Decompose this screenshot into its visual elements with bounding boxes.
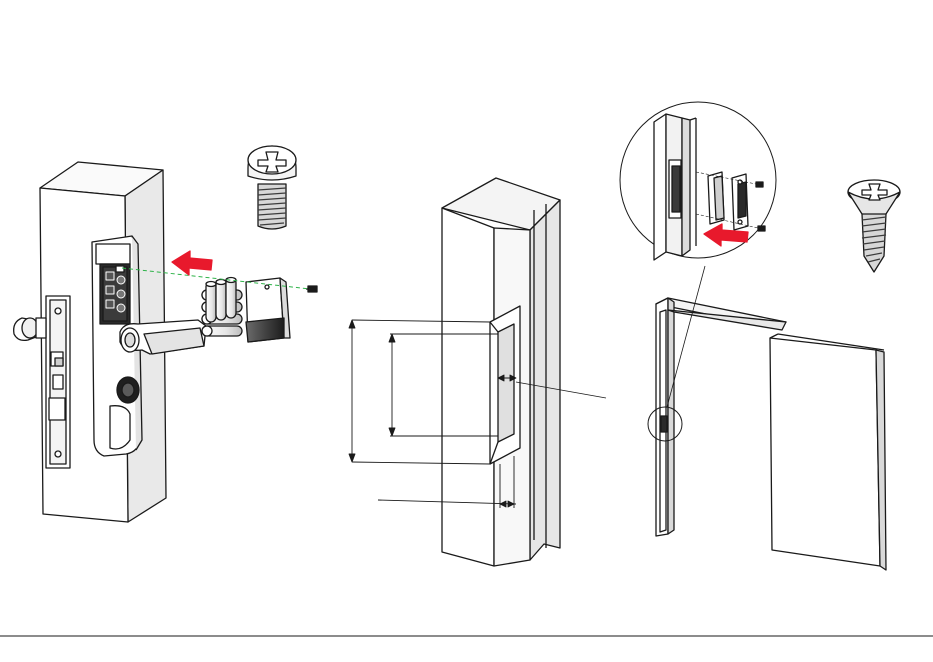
mortise-faceplate (46, 296, 70, 468)
outside-lever-handle (120, 320, 206, 354)
strike-screw-icon (756, 182, 763, 187)
magnified-detail (620, 102, 776, 260)
countersunk-screw-icon (848, 180, 900, 272)
battery-cover (246, 278, 290, 342)
inside-lever-handle (14, 318, 46, 340)
battery-icon (202, 326, 242, 336)
red-arrow-icon (172, 251, 212, 275)
strike-screw-icon (758, 226, 765, 231)
pan-head-screw-icon (248, 146, 296, 229)
door-leaf (770, 334, 886, 570)
strike-cutout (490, 306, 520, 464)
battery-tops (206, 278, 236, 323)
door-frame-right (656, 298, 786, 536)
cover-screw-icon (306, 286, 317, 292)
